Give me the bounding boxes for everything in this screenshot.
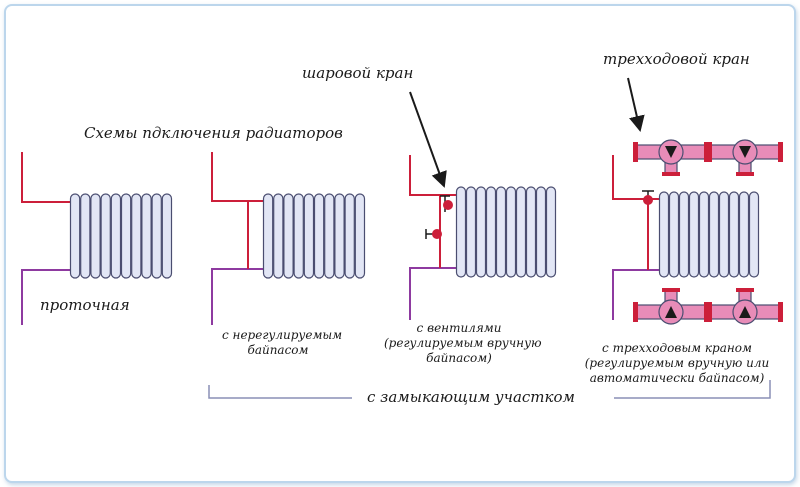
three-way-valve — [642, 190, 654, 205]
radiator-section — [545, 186, 557, 278]
radiator-section — [90, 193, 101, 279]
group-label: с замыкающим участком — [367, 388, 575, 406]
radiator-section — [293, 193, 304, 279]
radiator-section — [718, 191, 730, 278]
scheme-caption-line: байпасом) — [426, 351, 492, 365]
radiator-section — [475, 186, 487, 278]
radiator-section — [283, 193, 294, 279]
supply-pipe — [211, 152, 263, 202]
scheme-three-way — [612, 77, 783, 325]
radiator-section — [525, 186, 537, 278]
scheme-caption-line: с вентилями — [416, 321, 502, 335]
return-pipe — [211, 268, 263, 325]
scheme-three-way-label: с трехходовым краном (регулируемым вручн… — [574, 341, 780, 386]
radiator — [69, 193, 173, 279]
scheme-flow — [21, 152, 173, 325]
radiator-section — [748, 191, 760, 278]
three-way-valve-icon — [707, 288, 783, 325]
radiator-section — [100, 193, 111, 279]
return-pipe — [21, 269, 70, 325]
radiator-section — [131, 193, 142, 279]
radiator — [455, 186, 557, 278]
radiator — [262, 193, 366, 279]
radiator-section — [658, 191, 670, 278]
ball-valve — [440, 195, 453, 212]
scheme-bypass-label: с нерегулируемым байпасом — [222, 328, 343, 358]
radiator-section — [668, 191, 680, 278]
radiator-section — [688, 191, 700, 278]
scheme-caption-line: с трехходовым краном — [602, 341, 752, 355]
radiator-section — [738, 191, 750, 278]
radiator-section — [324, 193, 335, 279]
radiator-section — [262, 193, 274, 279]
radiator-section — [141, 193, 152, 279]
radiator-section — [515, 186, 527, 278]
group-bracket — [208, 385, 352, 399]
bypass-valve — [425, 229, 442, 239]
radiator-section — [344, 193, 355, 279]
radiator-section — [708, 191, 720, 278]
three-way-valve-icon — [707, 139, 783, 176]
scheme-valves-label: с вентилями (регулируемым вручную байпас… — [384, 321, 542, 366]
scheme-caption-line: (регулируемым вручную — [384, 336, 542, 350]
radiator-section — [465, 186, 477, 278]
radiator-section — [303, 193, 315, 279]
scheme-flow-label: проточная — [40, 296, 130, 314]
radiator-section — [728, 191, 740, 278]
scheme-caption-line: проточная — [40, 296, 130, 314]
radiator-section — [69, 193, 81, 279]
radiator-section — [334, 193, 345, 279]
radiator-section — [535, 186, 547, 278]
radiator — [658, 191, 760, 278]
three-way-valve-icon — [633, 288, 709, 325]
radiator-section — [80, 193, 91, 279]
scheme-valves — [409, 91, 557, 320]
supply-pipe — [409, 155, 456, 196]
scheme-caption-line: (регулируемым вручную или — [584, 356, 770, 370]
radiator-section — [485, 186, 497, 278]
supply-pipe — [21, 152, 70, 203]
radiator-section — [455, 186, 467, 278]
radiator-section — [495, 186, 507, 278]
radiator-section — [120, 193, 132, 279]
group-bracket-right — [614, 380, 771, 399]
scheme-caption-line: с нерегулируемым — [222, 328, 343, 342]
scheme-caption-line: байпасом — [247, 343, 309, 357]
radiator-section — [354, 193, 366, 279]
radiator-section — [313, 193, 325, 279]
radiator-section — [698, 191, 710, 278]
three-way-valve-callout: трехходовой кран — [603, 50, 750, 68]
ball-valve-callout: шаровой кран — [302, 64, 414, 82]
ball-valve-arrow — [409, 91, 447, 188]
radiator-section — [273, 193, 284, 279]
radiator-section — [161, 193, 173, 279]
radiator-section — [678, 191, 690, 278]
return-pipe — [612, 269, 659, 320]
scheme-caption-line: автоматически байпасом) — [589, 371, 765, 385]
diagram-title: Схемы пдключения радиаторов — [84, 124, 343, 142]
scheme-bypass — [211, 152, 366, 325]
return-pipe — [409, 267, 456, 320]
three-way-valve-icon — [633, 139, 709, 176]
three-way-valve-arrow — [627, 77, 645, 132]
radiator-section — [151, 193, 162, 279]
radiator-section — [110, 193, 122, 279]
radiator-section — [505, 186, 517, 278]
